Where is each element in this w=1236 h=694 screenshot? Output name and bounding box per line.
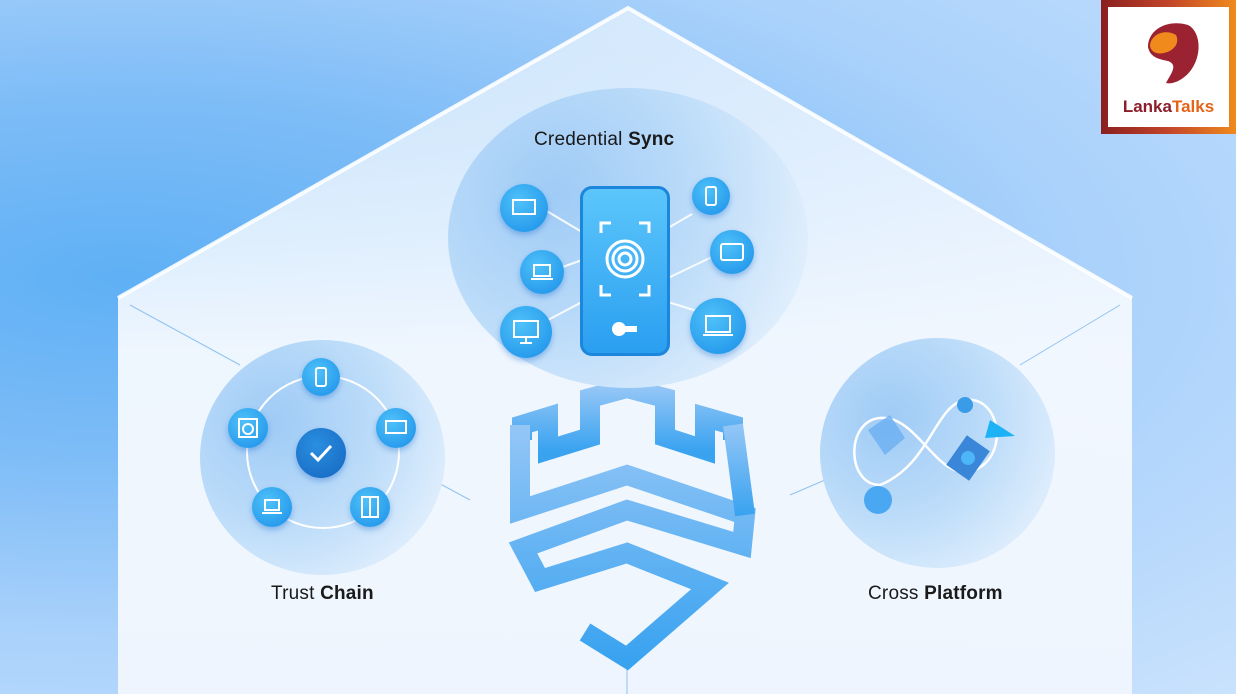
cross-platform-bubble — [820, 338, 1055, 568]
device-phone-icon — [692, 177, 730, 215]
lankatalks-logo: LankaTalks — [1101, 0, 1236, 134]
credential-sync-label: Credential Sync — [534, 129, 675, 150]
device-laptop-icon — [252, 487, 292, 527]
lion-icon — [1148, 23, 1199, 84]
device-tablet-icon — [710, 230, 754, 274]
device-laptop-icon — [520, 250, 564, 294]
device-monitor-icon — [500, 184, 548, 232]
trust-chain-label: Trust Chain — [271, 583, 374, 604]
device-desktop-icon — [500, 306, 552, 358]
device-washer-icon — [228, 408, 268, 448]
device-phone-icon — [302, 358, 340, 396]
infinity-loop-icon — [853, 397, 1015, 514]
shield-icon — [508, 377, 756, 671]
phone-fingerprint-icon — [580, 186, 670, 356]
cross-platform-label: Cross Platform — [868, 583, 1003, 604]
checkmark-icon — [296, 428, 346, 478]
device-tv-icon — [376, 408, 416, 448]
device-fridge-icon — [350, 487, 390, 527]
device-laptop-large-icon — [690, 298, 746, 354]
